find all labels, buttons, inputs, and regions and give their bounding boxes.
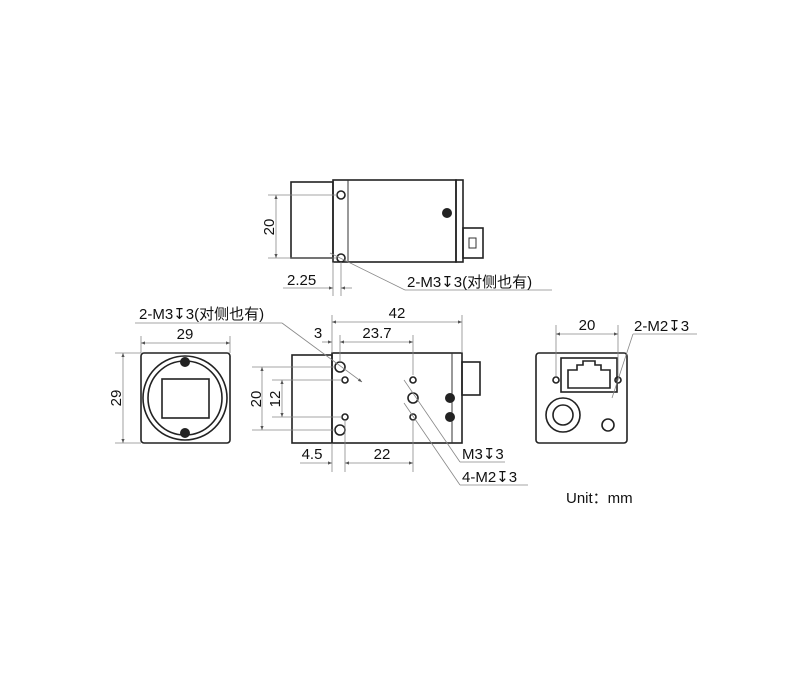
dim-12: 12 bbox=[267, 391, 284, 408]
dim-offset: 2.25 bbox=[287, 272, 316, 289]
dim-height: 20 bbox=[261, 219, 278, 236]
connector bbox=[462, 227, 484, 259]
screw-icon bbox=[442, 208, 452, 218]
back-view: 20 2-M2↧3 bbox=[535, 317, 697, 444]
dim-3: 3 bbox=[314, 325, 322, 342]
screw-icon bbox=[180, 357, 190, 367]
m3-note: M3↧3 bbox=[462, 446, 504, 463]
dim-22: 22 bbox=[374, 446, 391, 463]
thread-note: 2-M2↧3 bbox=[634, 318, 689, 335]
lens-mount bbox=[290, 181, 334, 259]
top-view: 20 2.25 2-M3↧3(对侧也有) bbox=[261, 179, 552, 296]
screw-icon bbox=[445, 412, 455, 422]
camera-body bbox=[331, 352, 463, 444]
dim-23-7: 23.7 bbox=[362, 325, 391, 342]
io-connector-icon bbox=[545, 397, 581, 433]
connector bbox=[461, 361, 481, 396]
screw-hole bbox=[336, 190, 346, 200]
back-face bbox=[535, 352, 628, 444]
unit-label: Unit：mm bbox=[566, 490, 633, 507]
dim-height: 29 bbox=[108, 390, 125, 407]
sensor-window bbox=[161, 378, 210, 419]
screw-icon bbox=[180, 428, 190, 438]
status-led bbox=[601, 418, 615, 432]
side-view: 42 3 23.7 20 12 4.5 22 2-M3↧3(对侧也有) M3↧3… bbox=[135, 305, 528, 486]
dim-4-5: 4.5 bbox=[302, 446, 323, 463]
m2-note: 4-M2↧3 bbox=[462, 469, 517, 486]
dim-20: 20 bbox=[248, 391, 265, 408]
ethernet-port-icon bbox=[560, 357, 618, 393]
front-face bbox=[140, 352, 231, 444]
dim-width: 29 bbox=[177, 326, 194, 343]
lens-ring bbox=[147, 360, 223, 436]
thread-note: 2-M3↧3(对侧也有) bbox=[407, 274, 532, 291]
dim-length: 42 bbox=[389, 305, 406, 322]
dim-width: 20 bbox=[579, 317, 596, 334]
side-thread-note: 2-M3↧3(对侧也有) bbox=[139, 306, 264, 323]
front-view: 29 29 bbox=[108, 326, 231, 444]
camera-body bbox=[332, 179, 457, 263]
screw-icon bbox=[445, 393, 455, 403]
